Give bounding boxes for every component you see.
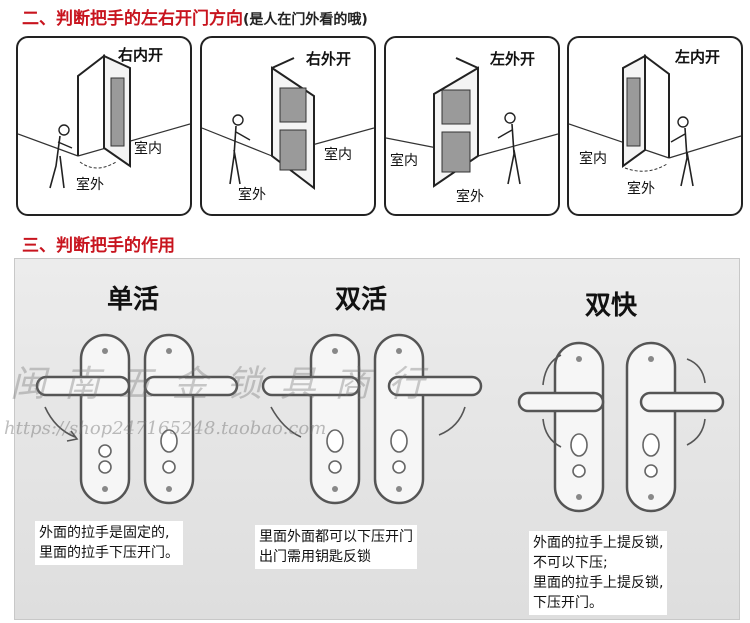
mode-desc-double-active: 里面外面都可以下压开门 出门需用钥匙反锁 — [255, 525, 417, 569]
outdoor-label: 室外 — [76, 177, 104, 193]
desc-line: 出门需用钥匙反锁 — [259, 549, 371, 565]
mode-desc-single: 外面的拉手是固定的, 里面的拉手下压开门。 — [35, 521, 183, 565]
door-type-label: 左外开 — [490, 50, 536, 68]
indoor-label: 室内 — [324, 147, 352, 163]
door-panel-left-inward: 左内开 室内 室外 — [567, 36, 743, 216]
outdoor-label: 室外 — [456, 189, 484, 205]
desc-line: 外面的拉手上提反锁, — [533, 535, 664, 551]
desc-line: 里面的拉手下压开门。 — [39, 545, 179, 561]
indoor-label: 室内 — [390, 153, 418, 169]
handle-illustrations — [35, 333, 725, 513]
door-illustration-left-inward — [569, 54, 741, 187]
section-3-title: 三、判断把手的作用 — [22, 236, 175, 256]
mode-title-single: 单活 — [107, 285, 160, 315]
outdoor-label: 室外 — [627, 181, 655, 197]
handle-function-area: 单活 双活 双快 — [14, 258, 740, 620]
door-type-label: 左内开 — [675, 48, 721, 66]
desc-line: 外面的拉手是固定的, — [39, 525, 170, 541]
indoor-label: 室内 — [579, 151, 607, 167]
section-2-title: 二、判断把手的左右开门方向(是人在门外看的哦) — [22, 4, 368, 29]
door-type-label: 右内开 — [118, 46, 164, 64]
shop-url-watermark: https://shop247165248.taobao.com — [4, 418, 327, 439]
desc-line: 里面的拉手上提反锁, — [533, 575, 664, 591]
door-panel-right-inward: 右内开 室内 室外 — [16, 36, 192, 216]
door-illustration-right-outward — [202, 57, 374, 191]
desc-line: 下压开门。 — [533, 595, 603, 611]
door-panel-left-outward: 左外开 室内 室外 — [384, 36, 560, 216]
door-illustration-left-outward — [386, 57, 558, 188]
door-panel-right-outward: 右外开 室内 室外 — [200, 36, 376, 216]
desc-line: 里面外面都可以下压开门 — [259, 529, 413, 545]
mode-title-double-lock: 双快 — [585, 291, 638, 321]
mode-desc-double-lock: 外面的拉手上提反锁, 不可以下压; 里面的拉手上提反锁, 下压开门。 — [529, 531, 668, 615]
door-type-label: 右外开 — [306, 50, 352, 68]
section-2-note: (是人在门外看的哦) — [243, 12, 368, 28]
section-2-heading: 二、判断把手的左右开门方向 — [22, 9, 243, 29]
indoor-label: 室内 — [134, 141, 162, 157]
door-illustration-right-inward — [18, 53, 190, 189]
outdoor-label: 室外 — [238, 187, 266, 203]
desc-line: 不可以下压; — [533, 555, 608, 571]
shop-watermark: 闽南五金锁具商行 — [10, 364, 443, 405]
mode-title-double-active: 双活 — [335, 285, 388, 315]
handle-set-single — [35, 333, 239, 505]
